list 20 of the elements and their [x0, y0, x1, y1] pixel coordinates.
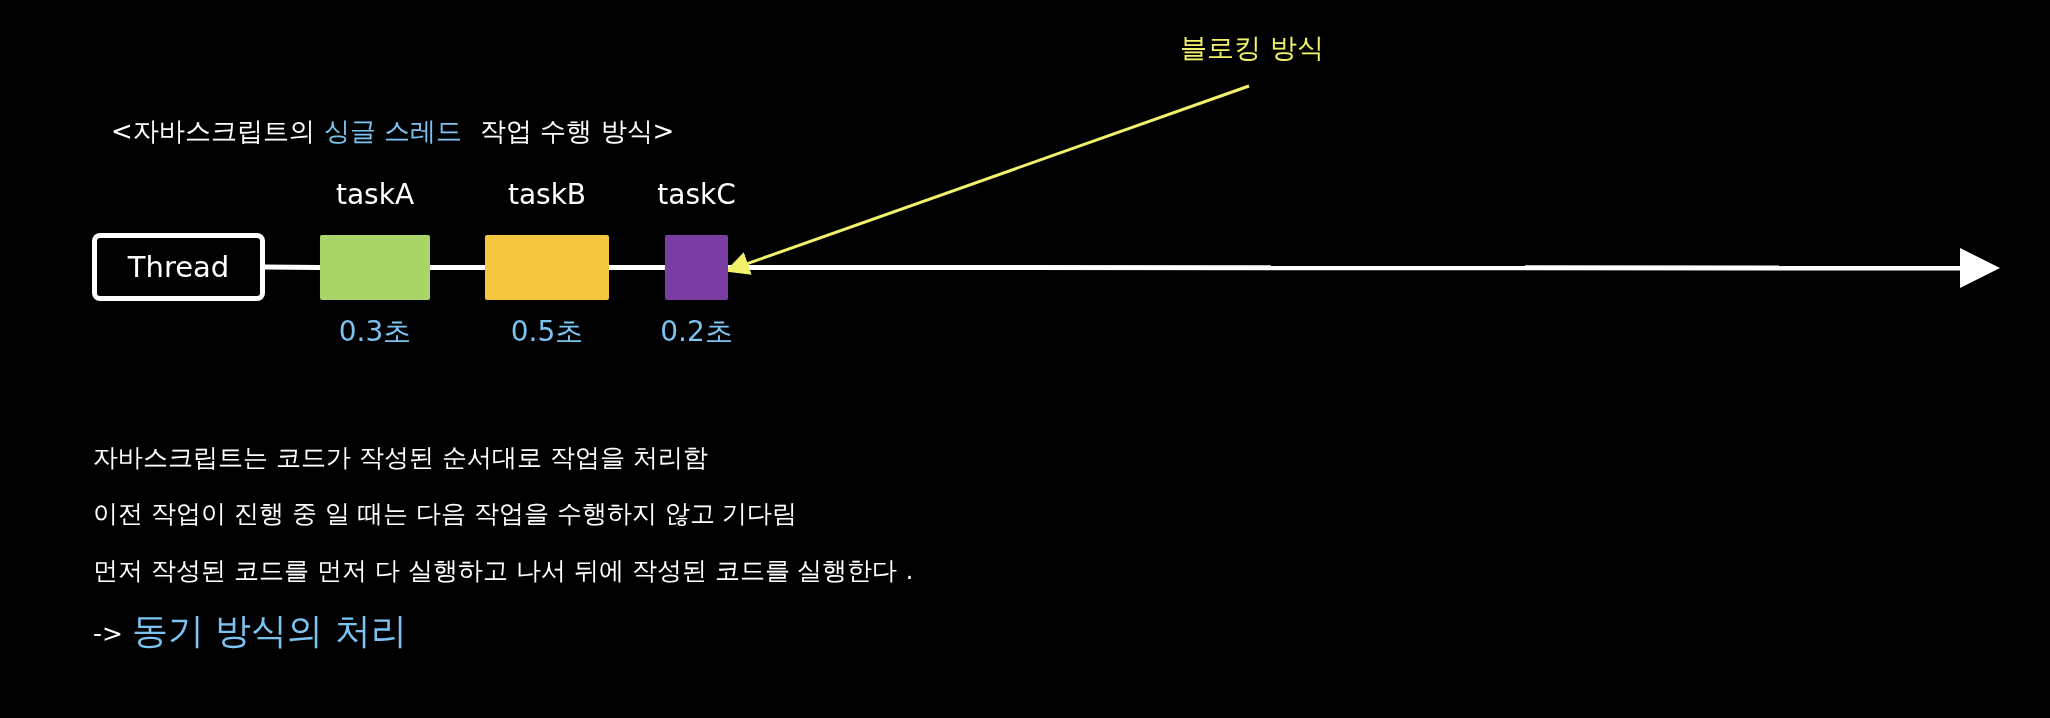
duration-label: 0.3초: [337, 314, 413, 350]
duration-label: 0.2초: [659, 314, 734, 350]
body-text: 자바스크립트는 코드가 작성된 순서대로 작업을 처리함: [93, 442, 708, 474]
highlight-text: 싱글 스레드: [323, 115, 463, 148]
title-text: 작업 수행 방식>: [480, 115, 675, 148]
annotation-text: 블로킹 방식: [1180, 30, 1324, 66]
timeline-line: [609, 265, 665, 270]
thread-box: Thread: [92, 233, 265, 301]
task-label: taskC: [656, 177, 737, 213]
duration-label: 0.5초: [509, 314, 585, 350]
timeline-arrow: [728, 248, 2000, 288]
arrow-text: ->: [93, 618, 123, 650]
body-text: 먼저 작성된 코드를 먼저 다 실행하고 나서 뒤에 작성된 코드를 실행한다 .: [93, 555, 914, 587]
body-text: 이전 작업이 진행 중 일 때는 다음 작업을 수행하지 않고 기다림: [93, 498, 798, 530]
timeline-line: [264, 264, 321, 270]
title-text: <자바스크립트의: [111, 115, 315, 148]
conclusion-text: 동기 방식의 처리: [132, 609, 407, 653]
task-label: taskB: [506, 177, 588, 213]
task-label: taskA: [334, 177, 416, 213]
timeline-line: [430, 265, 485, 270]
